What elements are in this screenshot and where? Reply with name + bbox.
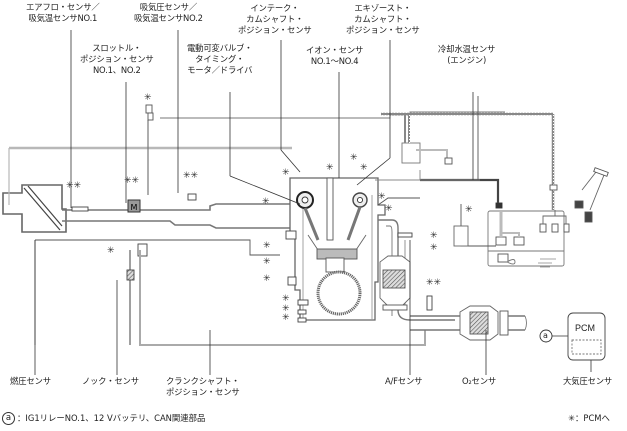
fuel-rail-part (137, 243, 148, 257)
legend-a-text: ：IG1リレーNO.1、12 Vバッテリ、CAN関連部品 (17, 413, 206, 423)
svg-text:✳: ✳ (360, 163, 368, 173)
pcm-label: PCM (575, 323, 595, 333)
label-exhaust-cam-sensor: エキゾースト・カムシャフト・ポジション・センサ (346, 3, 420, 35)
label-coolant-temp-sensor: 冷却水温センサ(エンジン) (438, 44, 496, 65)
svg-text:✳: ✳ (282, 313, 290, 323)
knock-sensor-part (126, 269, 135, 281)
label-baro-sensor: 大気圧センサ (563, 376, 613, 386)
svg-text:✳: ✳ (326, 163, 334, 173)
circle-a-label: a (543, 331, 548, 340)
svg-text:✳✳: ✳✳ (183, 171, 199, 181)
pcm-markers: ✳✳ ✳✳ ✳✳ ✳ ✳ ✳ ✳ ✳ ✳ ✳ ✳ ✳ ✳ ✳ ✳ ✳ ✳ ✳ ✳… (66, 93, 473, 323)
svg-text:✳: ✳ (282, 304, 290, 314)
airflow-sensor (71, 206, 89, 212)
svg-text:✳: ✳ (282, 294, 290, 304)
svg-text:✳: ✳ (282, 168, 290, 178)
label-knock-sensor: ノック・センサ (82, 376, 139, 386)
radiator-reservoir (381, 112, 609, 268)
label-vvt-motor: 電動可変バルブ・タイミング・モータ／ドライバ (187, 43, 253, 75)
legend-star: ✳：PCMへ (568, 413, 610, 423)
svg-text:✳: ✳ (465, 205, 473, 215)
label-af-sensor: A/Fセンサ (385, 376, 423, 386)
throttle-body (127, 199, 141, 213)
label-map-sensor: 吸気圧センサ／吸気温センサNO.2 (134, 2, 203, 23)
exhaust-system (378, 219, 527, 341)
svg-text:✳: ✳ (378, 192, 386, 202)
svg-text:✳: ✳ (262, 197, 270, 207)
svg-text:✳: ✳ (263, 257, 271, 267)
svg-text:✳: ✳ (430, 231, 438, 241)
label-fuel-pressure-sensor: 燃圧センサ (10, 376, 51, 386)
svg-text:✳: ✳ (263, 241, 271, 251)
svg-text:✳✳: ✳✳ (426, 278, 442, 288)
legend-circle-a: a：IG1リレーNO.1、12 Vバッテリ、CAN関連部品 (2, 412, 205, 425)
engine-block (285, 177, 386, 323)
svg-text:✳: ✳ (107, 246, 115, 256)
svg-text:M: M (131, 203, 138, 212)
label-airflow-sensor: エアフロ・センサ／吸気温センサNO.1 (26, 2, 100, 23)
svg-text:✳✳: ✳✳ (124, 176, 140, 186)
svg-text:✳: ✳ (144, 93, 152, 103)
circle-a-connector (539, 329, 553, 343)
label-intake-cam-sensor: インテーク・カムシャフト・ポジション・センサ (238, 3, 312, 35)
svg-text:✳✳: ✳✳ (66, 181, 82, 191)
svg-text:✳: ✳ (350, 153, 358, 163)
circle-a-icon: a (2, 412, 15, 425)
label-o2-sensor: O₂センサ (462, 376, 497, 386)
leader-lines (34, 30, 592, 375)
label-crankshaft-sensor: クランクシャフト・ポジション・センサ (166, 376, 240, 397)
svg-text:✳: ✳ (263, 274, 271, 284)
air-cleaner (2, 184, 67, 233)
pcm-box (567, 312, 606, 361)
svg-text:✳: ✳ (430, 243, 438, 253)
svg-text:✳: ✳ (385, 204, 393, 214)
